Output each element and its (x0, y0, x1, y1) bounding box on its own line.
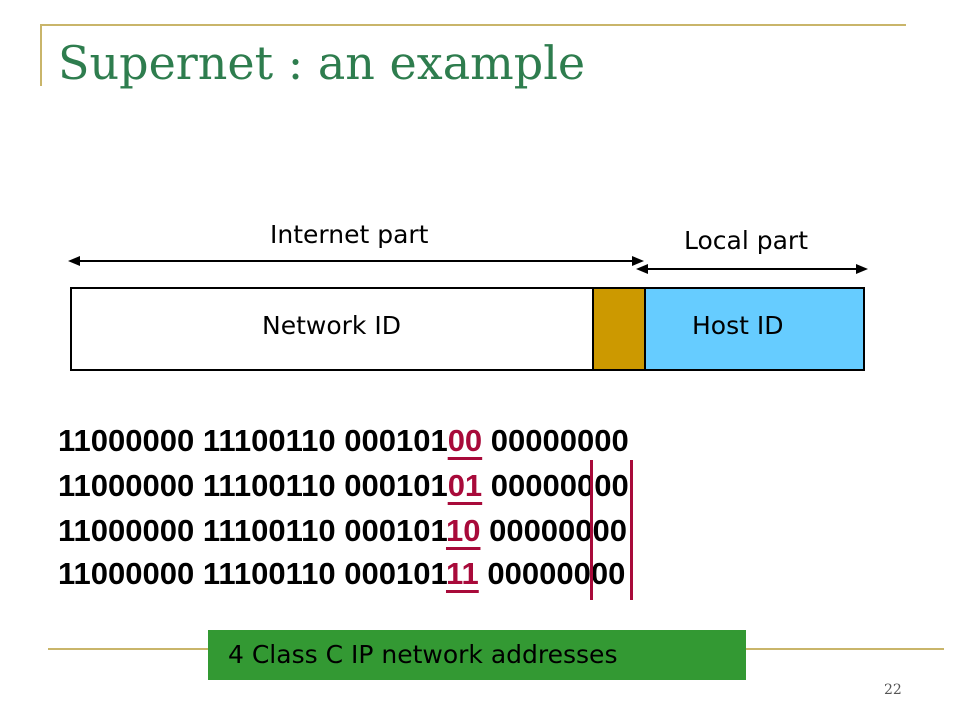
binary-address-row: 11000000 11100110 00010100 00000000 (58, 423, 629, 458)
binary-address-row: 11000000 11100110 00010111 00000000 (58, 556, 626, 591)
slide-frame-left (40, 24, 42, 86)
highlight-bracket-left (590, 460, 593, 600)
binary-address-row: 11000000 11100110 00010110 00000000 (58, 513, 628, 548)
slide-frame-top (40, 24, 906, 26)
supernet-bits: 00 (447, 423, 483, 458)
slide-title: Supernet : an example (58, 36, 586, 90)
network-id-segment: Network ID (72, 289, 594, 369)
network-id-label: Network ID (262, 311, 401, 340)
highlight-bracket-right (630, 460, 633, 600)
caption-box: 4 Class C IP network addresses (208, 630, 746, 680)
binary-address-row: 11000000 11100110 00010101 00000000 (58, 468, 629, 503)
supernet-bits-segment (594, 289, 646, 369)
local-part-label: Local part (684, 226, 809, 255)
internet-part-label: Internet part (270, 220, 429, 249)
local-part-arrow (636, 264, 868, 274)
supernet-bits: 01 (447, 468, 483, 503)
supernet-bits: 11 (445, 556, 479, 591)
address-bar: Network ID Host ID (70, 287, 865, 371)
caption-text: 4 Class C IP network addresses (228, 640, 618, 669)
host-id-label: Host ID (692, 311, 784, 340)
host-id-segment: Host ID (646, 289, 863, 369)
internet-part-arrow (68, 256, 644, 266)
supernet-bits: 10 (445, 513, 481, 548)
page-number: 22 (884, 682, 902, 698)
